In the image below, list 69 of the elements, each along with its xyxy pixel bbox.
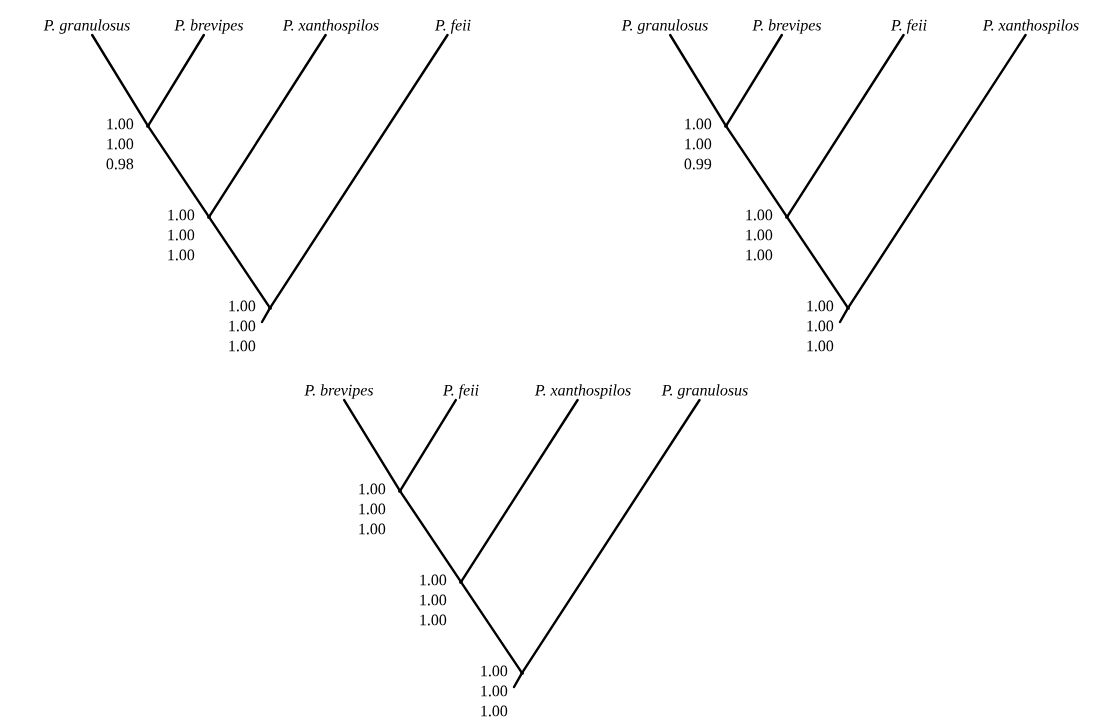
support-value: 1.00 [807, 300, 834, 312]
tree-branch [787, 33, 905, 217]
tree-branch [148, 126, 209, 217]
branch-node [785, 215, 789, 219]
tree-branch [668, 33, 727, 126]
support-value: 1.00 [168, 229, 195, 241]
tree-branch [461, 398, 579, 582]
tree-branch [400, 491, 461, 582]
support-value: 1.00 [420, 614, 447, 626]
tree-branch [260, 308, 271, 324]
support-value: 1.00 [746, 249, 773, 261]
taxon-label: P. brevipes [752, 19, 822, 34]
taxon-label: P. xanthospilos [534, 384, 631, 399]
taxon-label: P. feii [434, 19, 471, 34]
taxon-label: P. granulosus [621, 19, 708, 34]
tree-branch [726, 126, 787, 217]
support-value: 1.00 [168, 209, 195, 221]
support-value: 0.98 [106, 158, 134, 170]
support-value: 1.00 [685, 138, 712, 150]
support-value: 1.00 [229, 320, 256, 332]
taxon-label: P. feii [890, 19, 927, 34]
branch-node [520, 671, 524, 675]
support-value: 1.00 [359, 503, 386, 515]
taxon-label: P. xanthospilos [282, 19, 379, 34]
tree-branch [209, 217, 270, 308]
support-value: 1.00 [420, 594, 447, 606]
branch-node [846, 306, 850, 310]
tree-branch [787, 217, 848, 308]
tree-branch [147, 33, 206, 126]
support-value: 1.00 [746, 209, 773, 221]
tree-branch [90, 33, 149, 126]
support-value: 1.00 [229, 300, 256, 312]
support-value: 1.00 [359, 483, 386, 495]
branch-node [459, 580, 463, 584]
support-value: 1.00 [481, 665, 508, 677]
support-value: 1.00 [359, 523, 386, 535]
taxon-label: P. feii [442, 384, 479, 399]
support-value: 1.00 [746, 229, 773, 241]
support-value: 1.00 [685, 118, 712, 130]
support-value: 1.00 [807, 320, 834, 332]
support-value: 1.00 [229, 340, 256, 352]
support-value: 1.00 [168, 249, 195, 261]
tree-branch [209, 33, 327, 217]
branch-node [398, 489, 402, 493]
tree-branch [461, 582, 522, 673]
branch-node [207, 215, 211, 219]
tree-branch [399, 398, 457, 491]
support-value: 0.99 [684, 158, 712, 170]
tree-branch [848, 33, 1027, 308]
tree-branch [522, 398, 701, 673]
support-value: 1.00 [481, 685, 508, 697]
support-value: 1.00 [420, 574, 447, 586]
support-value: 1.00 [107, 118, 134, 130]
tree-branch [342, 398, 401, 491]
support-value: 1.00 [481, 705, 508, 717]
tree-branch [725, 33, 784, 126]
taxon-label: P. brevipes [304, 384, 374, 399]
tree-branch [270, 33, 449, 308]
taxon-label: P. granulosus [661, 384, 748, 399]
branch-node [724, 124, 728, 128]
tree-branch [838, 308, 849, 324]
branch-node [146, 124, 150, 128]
support-value: 1.00 [107, 138, 134, 150]
tree-branch [512, 673, 523, 689]
taxon-label: P. granulosus [43, 19, 130, 34]
taxon-label: P. brevipes [174, 19, 244, 34]
support-value: 1.00 [807, 340, 834, 352]
taxon-label: P. xanthospilos [982, 19, 1079, 34]
branch-node [268, 306, 272, 310]
